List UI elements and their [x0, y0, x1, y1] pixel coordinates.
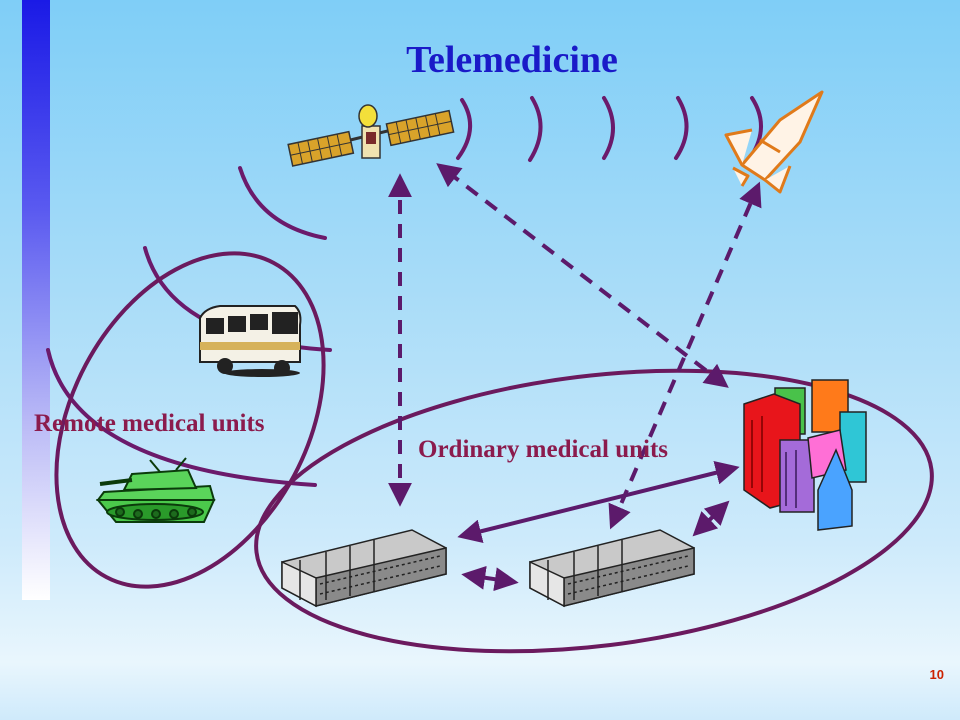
- bus-icon: [199, 305, 302, 377]
- wave-arc: [602, 96, 615, 160]
- wave-arc: [238, 166, 327, 240]
- link-hospital2-city: [692, 500, 730, 537]
- city-buildings-icon: [743, 379, 867, 531]
- remote-units-label: Remote medical units: [34, 410, 265, 437]
- ordinary-units-label: Ordinary medical units: [418, 436, 669, 463]
- wave-arc: [674, 96, 689, 160]
- link-hospital-hospital: [461, 565, 519, 592]
- slide-title: Telemedicine: [406, 39, 618, 81]
- hospital-building-icon: [529, 529, 695, 608]
- hospital-building-icon: [281, 529, 447, 608]
- tank-icon: [95, 457, 216, 523]
- wave-arc: [456, 98, 473, 160]
- space-shuttle-icon: [724, 90, 824, 194]
- side-gradient-bar: [22, 0, 50, 600]
- wave-arc: [528, 96, 543, 162]
- link-hospital-city: [457, 460, 740, 544]
- page-number: 10: [929, 667, 944, 682]
- wave-arc: [46, 348, 317, 487]
- satellite-icon: [287, 104, 455, 167]
- remote-units-ellipse: [54, 251, 326, 589]
- link-city-satellite: [436, 163, 729, 388]
